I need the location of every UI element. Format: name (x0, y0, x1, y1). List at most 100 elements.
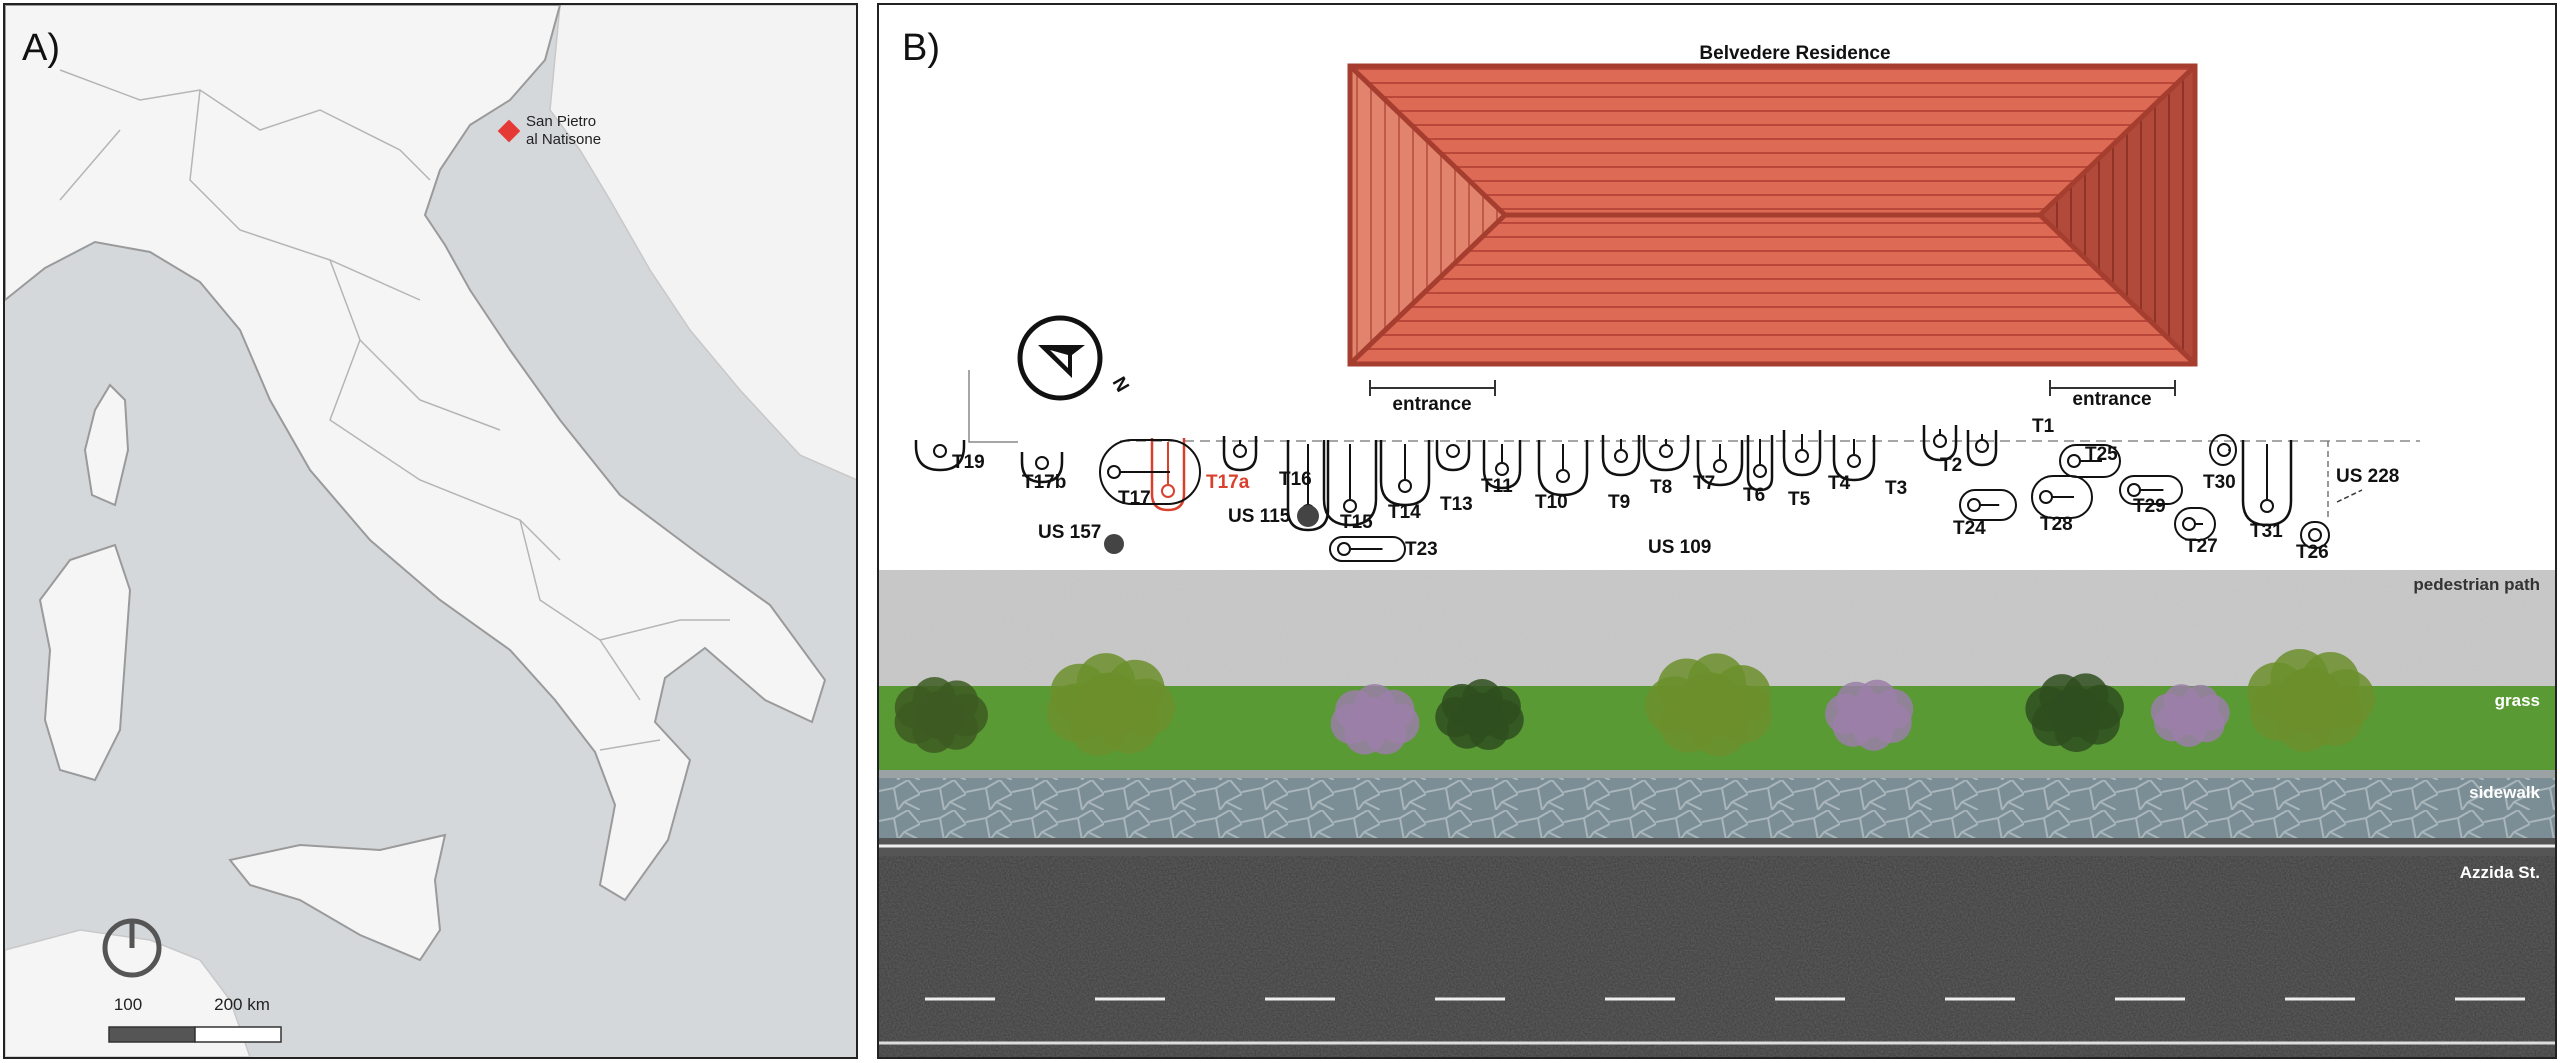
africa-coast (5, 929, 251, 1057)
shrub (1330, 684, 1420, 755)
shrub (1825, 679, 1914, 751)
panel-b-label: B) (902, 27, 940, 69)
tomb-label: T30 (2203, 472, 2236, 493)
shrub (1645, 653, 1772, 757)
tomb-label: T27 (2185, 536, 2218, 557)
tomb-labels: T19 T17b T17 T17a T16 T15 T14 T13 T11 T1… (952, 416, 2329, 563)
stratigraphic-units: US 157 US 115 US 109 US 228 (1038, 466, 2399, 558)
tomb-outline (1922, 425, 1958, 462)
street: Azzida St. (879, 856, 2555, 1057)
tomb-label-highlight: T17a (1206, 472, 1250, 493)
zone-label-path: pedestrian path (2413, 575, 2540, 594)
sicily (228, 833, 447, 962)
compass-icon: N (1017, 315, 1133, 401)
tomb-label: T15 (1340, 512, 1373, 533)
shrub (1435, 679, 1524, 751)
tomb-outline (1959, 489, 2017, 521)
marker-label-line2: al Natisone (526, 131, 601, 148)
tomb-outline (2119, 475, 2183, 505)
tomb-outline (914, 440, 966, 472)
entrance-left (1369, 380, 1496, 396)
zone-label-sidewalk: sidewalk (2469, 783, 2540, 802)
us228-leader (2336, 489, 2363, 503)
tomb-outline (2059, 444, 2121, 478)
tomb-outline (1329, 536, 1406, 562)
zone-label-street: Azzida St. (2460, 863, 2540, 882)
north-label: N (1108, 374, 1133, 396)
tomb-label: T10 (1535, 492, 1568, 513)
building-title: Belvedere Residence (1699, 43, 1890, 64)
shrub (2247, 648, 2375, 752)
panel-b-frame (877, 3, 2557, 1059)
tomb-label: T9 (1608, 492, 1630, 513)
corsica (83, 383, 130, 507)
tomb-outline (2209, 434, 2237, 466)
shrub (2150, 684, 2230, 747)
tomb-label: T13 (1440, 494, 1473, 515)
tomb-label: T17 (1118, 488, 1151, 509)
tomb-outline (2300, 521, 2330, 549)
tomb-outline (1150, 438, 1186, 512)
sardinia (38, 543, 132, 782)
tomb-label: T31 (2250, 521, 2283, 542)
scale-tick-200: 200 km (214, 995, 270, 1014)
tomb-label: T16 (1279, 469, 1312, 490)
tomb-label: T3 (1885, 478, 1907, 499)
tomb-label: T28 (2040, 514, 2073, 535)
shrub (2025, 673, 2124, 752)
entrance-right-label: entrance (2072, 389, 2151, 410)
panel-a-frame (3, 3, 858, 1059)
tomb-outline (2031, 475, 2093, 519)
tomb-outline (1746, 435, 1774, 492)
scale-tick-100: 100 (114, 995, 142, 1014)
italy-mainland (5, 5, 827, 902)
tomb-outline (1642, 435, 1690, 472)
north-arrow-icon (102, 918, 162, 978)
tomb-outline (1832, 435, 1876, 482)
tomb-outline (1322, 440, 1378, 527)
tomb-label: T17b (1022, 472, 1066, 493)
scale-bar: 100 200 km (108, 995, 282, 1043)
shrub (1047, 653, 1175, 756)
tomb-label: T23 (1405, 539, 1438, 560)
entrance-right (2049, 380, 2176, 396)
tomb-outline (1696, 440, 1744, 487)
tomb-outline (1537, 440, 1589, 497)
tomb-outline (1020, 452, 1064, 484)
entrance-left-label: entrance (1392, 394, 1471, 415)
tomb-outline (1435, 440, 1471, 472)
tomb-label: T6 (1743, 485, 1765, 506)
tomb-label: T11 (1481, 476, 1513, 497)
tomb-outline (2241, 440, 2293, 527)
shrub (894, 676, 989, 753)
tomb-outline (1222, 436, 1258, 472)
us157-marker (1104, 534, 1124, 554)
tomb-label: T5 (1788, 489, 1811, 510)
tomb-outline (1601, 435, 1641, 477)
tomb-outline (1099, 439, 1201, 505)
shrubs (894, 648, 2375, 757)
us115-label: US 115 (1228, 506, 1291, 527)
corner-mark (968, 370, 1018, 443)
panel-a-label: A) (22, 27, 60, 69)
tomb-label: T25 (2085, 444, 2118, 465)
tomb-label: T19 (952, 452, 985, 473)
us109-label: US 109 (1648, 537, 1711, 558)
tomb-label: T8 (1650, 477, 1672, 498)
curb (879, 770, 2555, 778)
tomb-outline (1782, 430, 1822, 477)
us228-label: US 228 (2336, 466, 2399, 487)
tomb-outline (1379, 440, 1431, 507)
us157-label: US 157 (1038, 522, 1101, 543)
us115-marker (1297, 505, 1319, 527)
roof (1347, 63, 2198, 367)
balkans-land (549, 5, 856, 481)
tomb-label: T2 (1940, 455, 1962, 476)
tomb-outline (2174, 507, 2216, 541)
zone-label-grass: grass (2495, 691, 2540, 710)
tomb-label: T14 (1388, 502, 1421, 523)
tomb-outline (1966, 430, 1998, 467)
panel-a-map (5, 5, 856, 1057)
tomb-label: T29 (2133, 496, 2166, 517)
